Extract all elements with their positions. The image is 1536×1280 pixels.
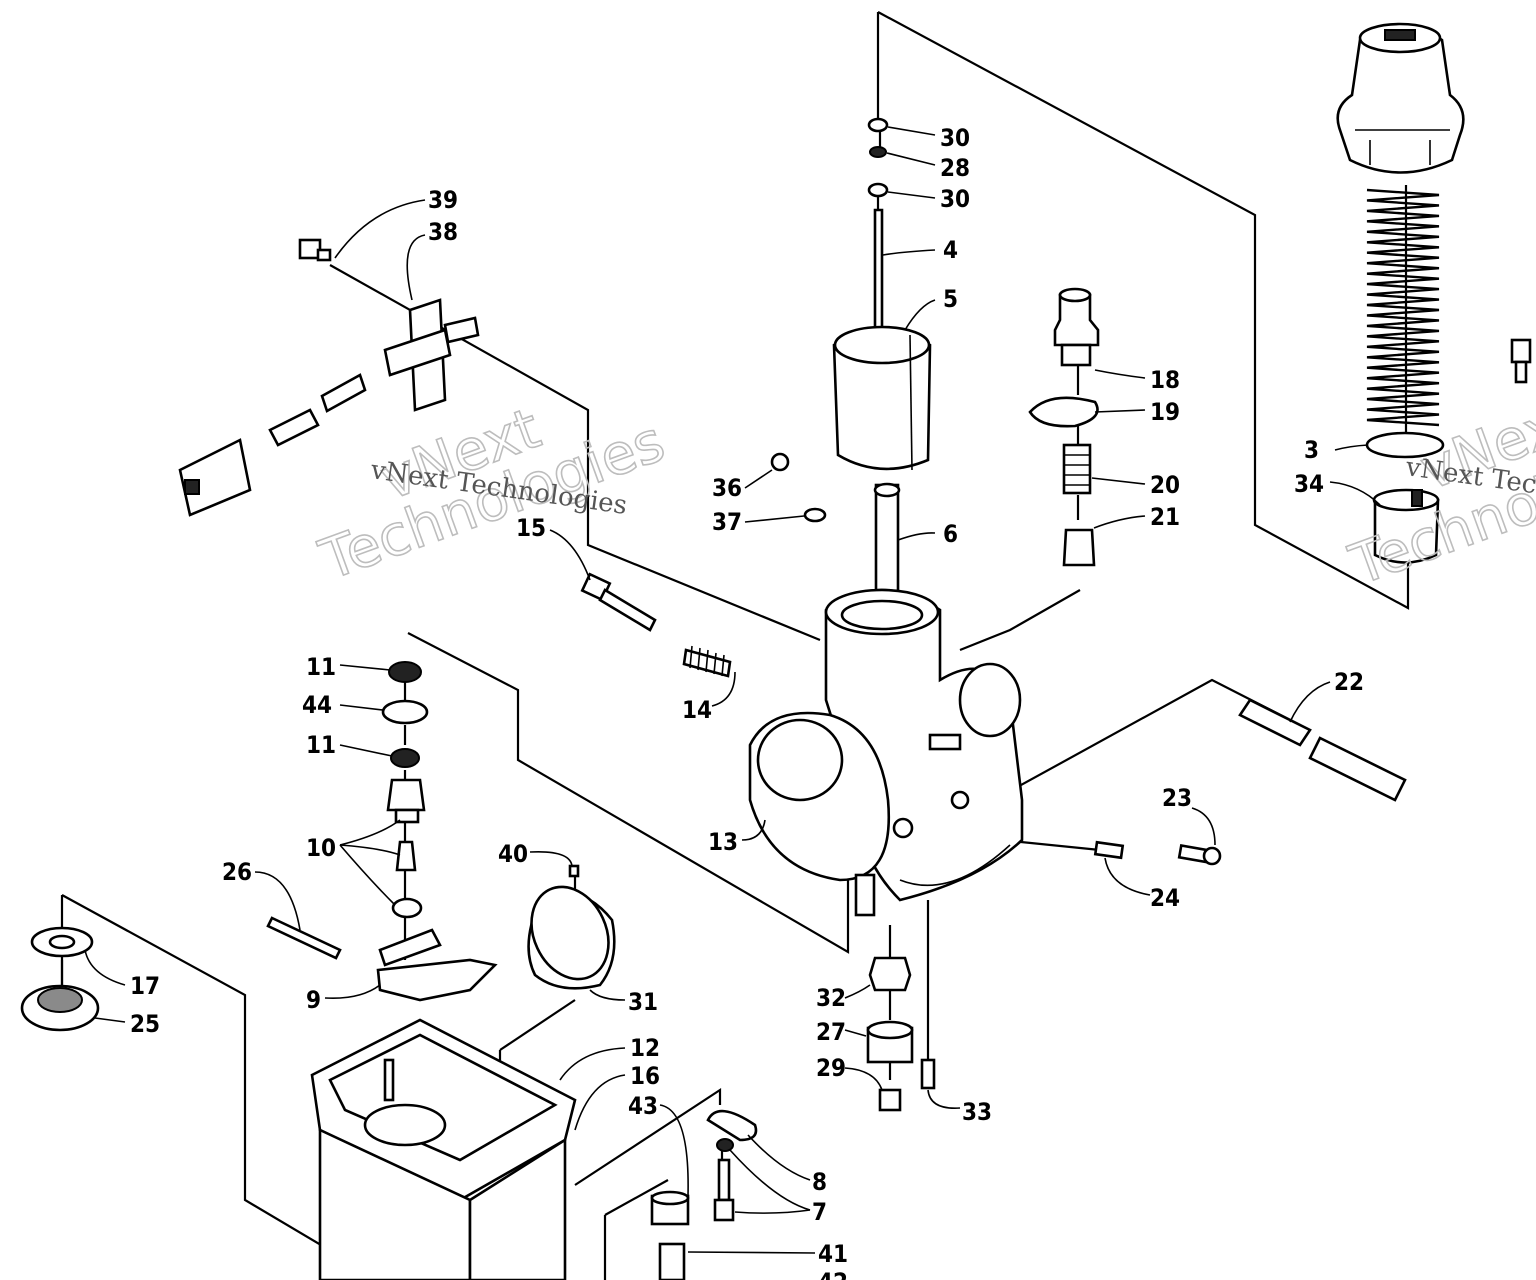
callout-14: 14 xyxy=(682,696,712,724)
callout-11-top: 11 xyxy=(306,653,336,681)
callout-11-lower: 11 xyxy=(306,731,336,759)
callout-44: 44 xyxy=(302,691,332,719)
washer-30-lower xyxy=(867,182,889,198)
callout-41: 41 xyxy=(818,1240,848,1268)
needle-holder xyxy=(1372,488,1440,564)
jet-41 xyxy=(658,1242,686,1280)
needle-jet xyxy=(873,482,901,617)
washer-11-lower xyxy=(390,748,420,768)
air-screw xyxy=(580,572,657,632)
callout-29: 29 xyxy=(816,1054,846,1082)
screw-33 xyxy=(920,1058,936,1090)
callout-9: 9 xyxy=(306,986,321,1014)
assembly-guide-lines xyxy=(60,11,1410,1280)
callout-23: 23 xyxy=(1162,784,1192,812)
float-bowl xyxy=(310,1018,577,1280)
callout-19: 19 xyxy=(1150,398,1180,426)
spring-coils xyxy=(1366,188,1440,427)
washer-44 xyxy=(381,699,429,725)
callout-8: 8 xyxy=(812,1168,827,1196)
float-valve-washer xyxy=(1028,396,1099,428)
jet-27 xyxy=(866,1020,914,1064)
drain-plug xyxy=(20,984,100,1032)
callout-34: 34 xyxy=(1294,470,1324,498)
callout-27: 27 xyxy=(816,1018,846,1046)
idle-spring xyxy=(1093,840,1125,860)
callout-21: 21 xyxy=(1150,503,1180,531)
cap-36 xyxy=(770,452,790,472)
float-pin xyxy=(266,916,342,960)
throttle-spring xyxy=(1366,188,1440,427)
leader-lines xyxy=(84,126,1381,1254)
carburetor-top-cap xyxy=(1336,22,1465,174)
watermark-left: vNext Technologies vNext Technologies xyxy=(311,395,674,594)
washer-11-top xyxy=(388,661,422,683)
callout-25: 25 xyxy=(130,1010,160,1038)
washer-37 xyxy=(803,507,827,523)
callout-4: 4 xyxy=(943,236,958,264)
washer-30-top xyxy=(867,117,889,133)
callout-38: 38 xyxy=(428,218,458,246)
throttle-slide xyxy=(832,325,932,471)
callout-10: 10 xyxy=(306,834,336,862)
watermark-right: vNext Technologies vNext Technologies xyxy=(1341,385,1536,599)
bolt-7 xyxy=(713,1158,735,1222)
jet-29 xyxy=(878,1088,902,1112)
callout-17: 17 xyxy=(130,972,160,1000)
float xyxy=(527,864,616,990)
callout-18: 18 xyxy=(1150,366,1180,394)
washer-7 xyxy=(716,1138,734,1152)
callout-12: 12 xyxy=(630,1034,660,1062)
bracket-8 xyxy=(706,1109,758,1142)
side-screw xyxy=(1510,338,1532,384)
float-arm xyxy=(376,928,498,1002)
callout-31: 31 xyxy=(628,988,658,1016)
main-jet-holder xyxy=(386,778,426,919)
idle-screw xyxy=(1177,843,1222,866)
float-needle xyxy=(1062,528,1096,567)
callout-43: 43 xyxy=(628,1092,658,1120)
gasket-17-hole xyxy=(48,934,76,950)
callout-16: 16 xyxy=(630,1062,660,1090)
vent-tube xyxy=(1238,698,1407,802)
callout-32: 32 xyxy=(816,984,846,1012)
nut-32 xyxy=(868,956,912,992)
callout-13: 13 xyxy=(708,828,738,856)
float-valve-spring xyxy=(1062,443,1092,495)
callout-39: 39 xyxy=(428,186,458,214)
callout-30-lower: 30 xyxy=(940,185,970,213)
callout-36: 36 xyxy=(712,474,742,502)
callout-20: 20 xyxy=(1150,471,1180,499)
part-number-labels: 30 28 30 4 5 6 18 19 20 21 36 37 39 38 1… xyxy=(130,124,1364,1280)
callout-24: 24 xyxy=(1150,884,1180,912)
callout-15: 15 xyxy=(516,514,546,542)
callout-22: 22 xyxy=(1334,668,1364,696)
callout-7: 7 xyxy=(812,1198,827,1226)
callout-5: 5 xyxy=(943,285,958,313)
float-valve-seat xyxy=(1053,287,1100,367)
callout-37: 37 xyxy=(712,508,742,536)
callout-30-top: 30 xyxy=(940,124,970,152)
callout-40: 40 xyxy=(498,840,528,868)
callout-33: 33 xyxy=(962,1098,992,1126)
callout-6: 6 xyxy=(943,520,958,548)
air-screw-spring xyxy=(682,645,732,678)
cable-bracket-assembly xyxy=(178,238,480,517)
jet-43 xyxy=(650,1190,690,1226)
carburetor-body xyxy=(748,588,1024,917)
callout-3: 3 xyxy=(1304,436,1319,464)
callout-26: 26 xyxy=(222,858,252,886)
callout-28: 28 xyxy=(940,154,970,182)
callout-42: 42 xyxy=(818,1268,848,1280)
e-clip-28 xyxy=(869,146,887,158)
